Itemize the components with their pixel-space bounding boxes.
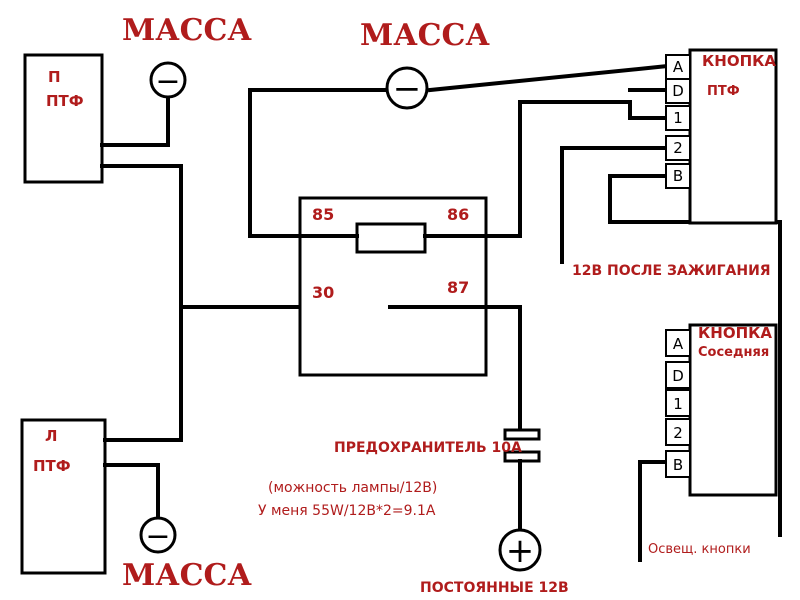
button-main-pin-b-label: B xyxy=(673,167,683,185)
left-lamp-name: ПТФ xyxy=(33,457,71,475)
wire-button-2-ignition xyxy=(560,146,670,264)
wire-lamp-bus xyxy=(100,164,183,442)
wire-neighbor-B xyxy=(638,460,670,562)
button-main-pin-d xyxy=(665,78,691,104)
fuse-top xyxy=(503,428,541,441)
ground-label-top-left: МАССА xyxy=(122,13,252,48)
relay-pin-30: 30 xyxy=(312,283,334,302)
ground-symbol-top-left xyxy=(149,61,187,99)
relay-coil xyxy=(355,222,427,254)
left-lamp-side: Л xyxy=(45,427,57,445)
ignition-label: 12В ПОСЛЕ ЗАЖИГАНИЯ xyxy=(572,263,771,279)
button-main-pin-1 xyxy=(665,105,691,131)
power-calc: У меня 55W/12B*2=9.1A xyxy=(258,503,436,519)
button-main-pin-d-label: D xyxy=(672,82,684,100)
button-main-pin-2 xyxy=(665,135,691,161)
wire-coil-86-button xyxy=(423,100,670,238)
button-neighbor-pin-2 xyxy=(665,418,691,446)
button-neighbor-pin-1-label: 1 xyxy=(673,395,683,413)
button-main-subtitle: ПТФ xyxy=(707,84,740,99)
button-neighbor-box xyxy=(688,323,778,497)
minus-icon: − xyxy=(155,64,180,99)
ground-symbol-top-center xyxy=(385,66,429,110)
button-neighbor-subtitle: Соседняя xyxy=(698,345,769,360)
button-neighbor-pin-a xyxy=(665,329,691,357)
button-main-pin-a xyxy=(665,54,691,80)
button-neighbor-title: КНОПКА xyxy=(698,324,772,342)
ground-symbol-bottom-left xyxy=(139,516,177,554)
button-neighbor-pin-b xyxy=(665,450,691,478)
backlight-label: Освещ. кнопки xyxy=(648,542,751,557)
constant-12v-label: ПОСТОЯННЫЕ 12В xyxy=(420,580,569,596)
button-main-box xyxy=(688,48,778,225)
right-fog-lamp-box xyxy=(23,53,104,184)
wire-right-lamp-ground xyxy=(100,96,170,147)
left-fog-lamp-box xyxy=(20,418,107,575)
wire-relay-87 xyxy=(388,305,522,430)
button-main-title: КНОПКА xyxy=(702,52,776,70)
button-neighbor-pin-a-label: A xyxy=(673,335,684,353)
plus-icon: + xyxy=(506,531,535,571)
wire-button-A-ground xyxy=(427,63,671,93)
right-lamp-name: ПТФ xyxy=(46,92,84,110)
button-neighbor-pin-d-label: D xyxy=(672,367,684,385)
button-main-pin-2-label: 2 xyxy=(673,139,683,157)
wire-coil-85-ground xyxy=(248,88,390,238)
ground-label-top-center: МАССА xyxy=(360,18,490,53)
relay-pin-87: 87 xyxy=(447,278,469,297)
relay-pin-86: 86 xyxy=(447,205,469,224)
button-neighbor-pin-b-label: B xyxy=(673,456,683,474)
button-main-pin-a-label: A xyxy=(673,58,684,76)
button-main-pin-b xyxy=(665,163,691,189)
fuse-label: ПРЕДОХРАНИТЕЛЬ 10А xyxy=(334,440,522,456)
wire-left-lamp-ground xyxy=(103,463,160,520)
plus-symbol xyxy=(498,528,542,572)
relay-pin-85: 85 xyxy=(312,205,334,224)
right-lamp-side: П xyxy=(48,68,61,86)
power-note: (можность лампы/12В) xyxy=(268,480,437,496)
button-neighbor-pin-2-label: 2 xyxy=(673,424,683,442)
button-neighbor-pin-1 xyxy=(665,389,691,417)
button-neighbor-pin-d xyxy=(665,361,691,389)
button-main-pin-1-label: 1 xyxy=(673,109,683,127)
minus-icon: − xyxy=(393,69,422,109)
ground-label-bottom-left: МАССА xyxy=(122,558,252,593)
wire-button-B-backlight xyxy=(608,174,782,537)
minus-icon: − xyxy=(145,519,170,554)
